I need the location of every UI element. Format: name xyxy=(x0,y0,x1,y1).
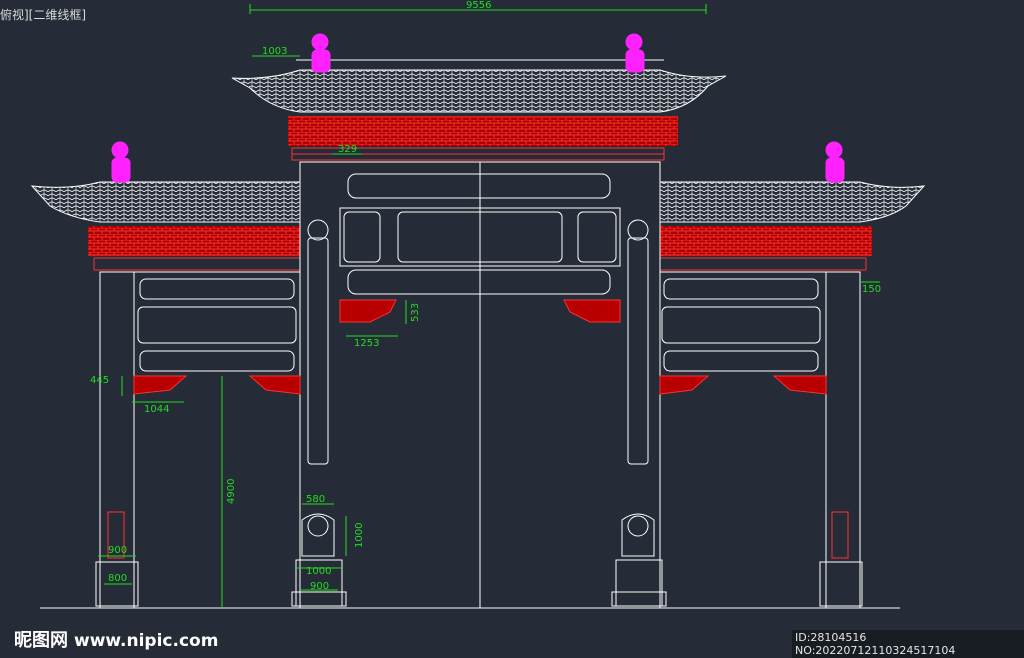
dim-column-height: 4900 xyxy=(226,479,237,504)
right-bay xyxy=(659,271,827,609)
dim-lion-height: 1000 xyxy=(354,523,365,548)
dim-pedestal-bottom: 800 xyxy=(108,573,127,584)
dim-bracket-length: 1253 xyxy=(354,338,379,349)
roof-statues xyxy=(111,33,845,183)
watermark-url: www.nipic.com xyxy=(74,631,219,651)
dim-side-bracket-height: 445 xyxy=(90,375,109,386)
viewport-label: 俯视][二维线框] xyxy=(0,8,87,22)
dim-roof-overhang: 1003 xyxy=(262,46,287,57)
dim-plinth-b: 900 xyxy=(310,581,329,592)
dim-plinth-a: 1000 xyxy=(306,566,331,577)
dimension-labels: 9556 1003 329 150 1253 533 445 1044 4900… xyxy=(90,0,881,592)
dim-bracket-height: 329 xyxy=(338,144,357,155)
pedestals xyxy=(95,511,863,607)
dimension-lines xyxy=(98,4,880,608)
left-roof xyxy=(30,181,301,271)
left-bay xyxy=(133,271,301,609)
dim-lion-base-width: 580 xyxy=(306,494,325,505)
right-roof xyxy=(659,181,926,271)
dim-total-width: 9556 xyxy=(466,0,491,11)
gateway-elevation xyxy=(30,33,926,609)
main-brackets xyxy=(288,116,678,161)
stone-lions xyxy=(301,513,655,557)
watermark-site: 昵图网 xyxy=(14,630,68,651)
dim-bracket-drop: 533 xyxy=(410,303,421,322)
dim-pedestal-top: 900 xyxy=(108,545,127,556)
main-roof xyxy=(231,59,727,113)
watermark-id: ID:28104516 NO:20220712110324517104 xyxy=(792,630,1024,658)
dim-side-bracket-length: 1044 xyxy=(144,404,169,415)
watermark-logo: 昵图网 www.nipic.com xyxy=(14,626,218,652)
dim-beam-offset: 150 xyxy=(862,284,881,295)
